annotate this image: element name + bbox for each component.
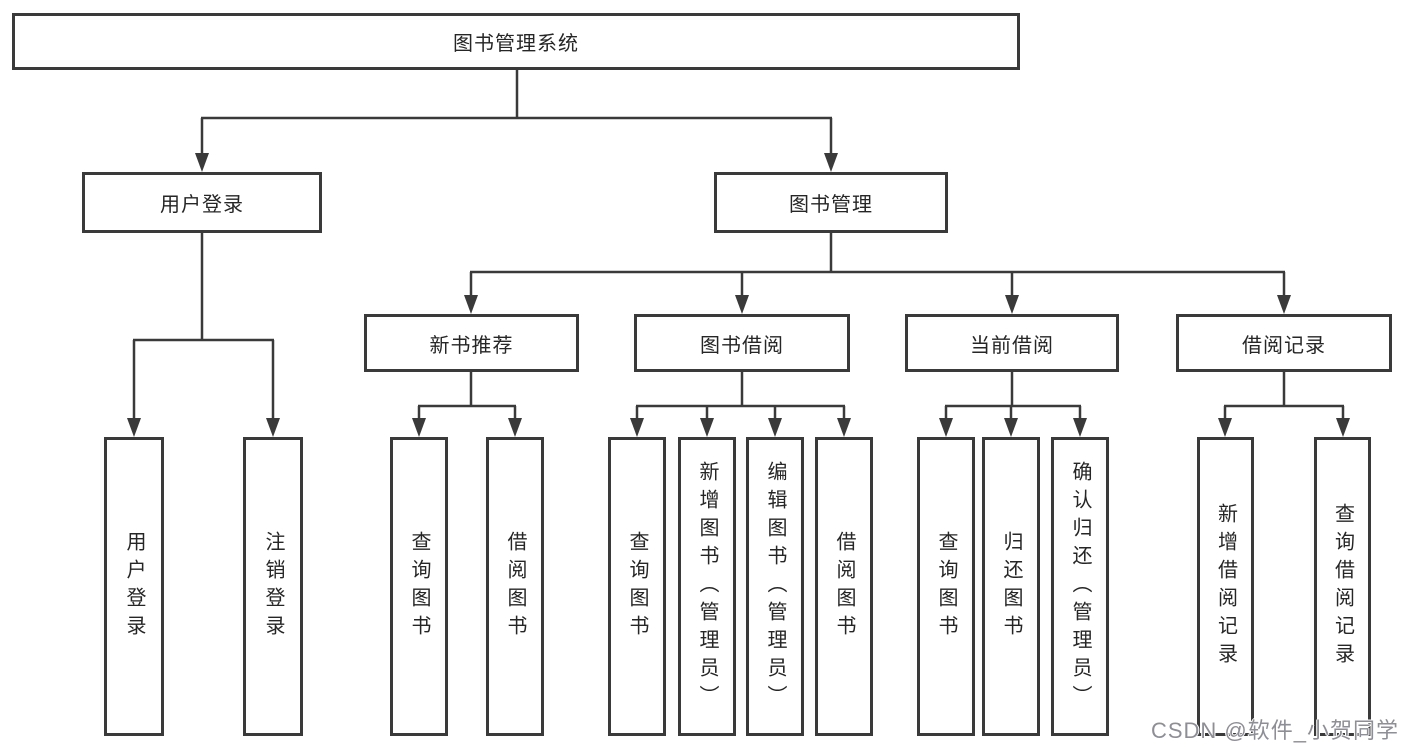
leaf-label: 查询图书 <box>935 530 957 643</box>
leaf-user-login: 用户登录 <box>104 437 164 736</box>
leaf-label: 查询图书 <box>626 530 648 643</box>
node-label: 图书管理系统 <box>453 33 579 55</box>
leaf-label: 借阅图书 <box>504 530 526 643</box>
leaf-label: 新增图书（管理员） <box>696 460 718 713</box>
leaf-borrow-books: 借阅图书 <box>815 437 873 736</box>
watermark-csdn: CSDN @软件_小贺同学 <box>1150 718 1399 743</box>
leaf-label: 用户登录 <box>123 530 145 643</box>
node-new-book-recommend: 新书推荐 <box>364 314 579 372</box>
leaf-query-books-borrowing: 查询图书 <box>608 437 666 736</box>
leaf-confirm-return-admin: 确认归还（管理员） <box>1051 437 1109 736</box>
node-user-login: 用户登录 <box>82 172 322 233</box>
leaf-label: 编辑图书（管理员） <box>764 460 786 713</box>
leaf-edit-books-admin: 编辑图书（管理员） <box>746 437 804 736</box>
arrowheads <box>127 153 1350 437</box>
leaf-query-books-recommend: 查询图书 <box>390 437 448 736</box>
node-current-borrowing: 当前借阅 <box>905 314 1119 372</box>
leaf-borrow-books-recommend: 借阅图书 <box>486 437 544 736</box>
node-borrow-records: 借阅记录 <box>1176 314 1392 372</box>
node-label: 新书推荐 <box>429 334 514 357</box>
leaf-query-borrow-record: 查询借阅记录 <box>1314 437 1371 736</box>
leaf-label: 归还图书 <box>1000 530 1022 643</box>
node-book-management: 图书管理 <box>714 172 948 233</box>
leaf-label: 新增借阅记录 <box>1214 502 1237 671</box>
node-label: 图书管理 <box>789 194 873 216</box>
leaf-add-borrow-record: 新增借阅记录 <box>1197 437 1254 736</box>
leaf-query-books-current: 查询图书 <box>917 437 975 736</box>
node-label: 借阅记录 <box>1242 334 1326 357</box>
leaf-add-books-admin: 新增图书（管理员） <box>678 437 736 736</box>
node-root-system: 图书管理系统 <box>12 13 1020 70</box>
node-book-borrowing: 图书借阅 <box>634 314 850 372</box>
node-label: 用户登录 <box>160 194 244 216</box>
leaf-label: 确认归还（管理员） <box>1069 460 1091 713</box>
leaf-label: 查询图书 <box>408 530 430 643</box>
node-label: 图书借阅 <box>700 334 784 357</box>
leaf-return-books: 归还图书 <box>982 437 1040 736</box>
leaf-label: 注销登录 <box>262 530 284 643</box>
leaf-label: 查询借阅记录 <box>1331 502 1354 671</box>
leaf-label: 借阅图书 <box>833 530 855 643</box>
leaf-logout: 注销登录 <box>243 437 303 736</box>
node-label: 当前借阅 <box>970 334 1054 357</box>
